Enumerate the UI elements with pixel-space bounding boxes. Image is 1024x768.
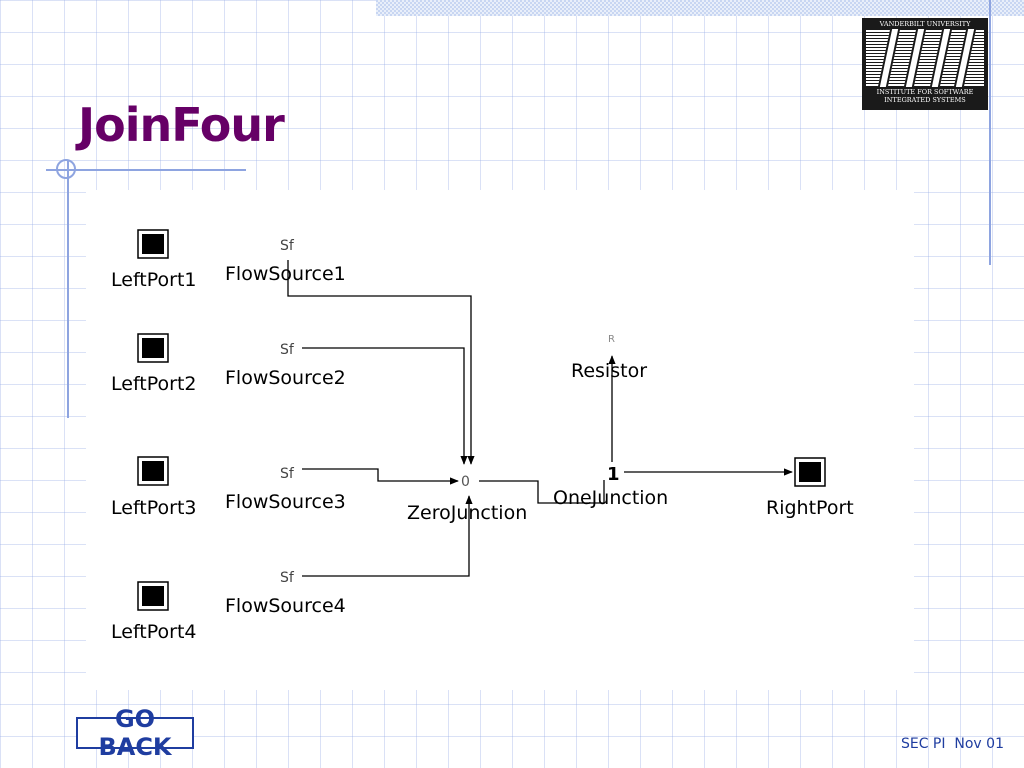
resistor-symbol[interactable]: R (608, 334, 615, 345)
port-label-left3: LeftPort3 (111, 497, 197, 519)
port-icon-left1[interactable] (137, 229, 169, 259)
logo-emblem (866, 29, 984, 87)
bond-graph-diagram: LeftPort1 LeftPort2 LeftPort3 LeftPort4 … (111, 229, 854, 643)
port-icon-left4[interactable] (137, 581, 169, 611)
port-label-left1: LeftPort1 (111, 269, 197, 291)
header-band (376, 0, 1024, 16)
port-icon-right[interactable] (794, 457, 826, 487)
connector-source1-zero (287, 260, 475, 465)
connector-source4-zero (302, 495, 473, 577)
source3-label: FlowSource3 (225, 491, 346, 513)
port-label-left2: LeftPort2 (111, 373, 197, 395)
isis-logo: VANDERBILT UNIVERSITY INSTITUTE FOR SOFT… (862, 18, 988, 110)
go-back-button[interactable]: GO BACK (76, 705, 194, 761)
port-label-left4: LeftPort4 (111, 621, 197, 643)
slide-title: JoinFour (78, 98, 285, 152)
source1-label: FlowSource1 (225, 263, 346, 285)
source4-label: FlowSource4 (225, 595, 346, 617)
diagram-canvas: LeftPort1 LeftPort2 LeftPort3 LeftPort4 … (86, 190, 914, 690)
source3-symbol: Sf (280, 466, 295, 482)
connector-source3-zero (302, 468, 459, 485)
one-junction-symbol[interactable]: 1 (607, 464, 620, 485)
connector-zero-one (479, 480, 605, 504)
decorative-rule-left (67, 160, 69, 418)
one-junction-label: OneJunction (553, 487, 668, 509)
logo-bottom-text: INSTITUTE FOR SOFTWARE INTEGRATED SYSTEM… (876, 88, 974, 104)
connector-source2-zero (302, 347, 468, 465)
port-icon-left2[interactable] (137, 333, 169, 363)
source1-symbol: Sf (280, 238, 295, 254)
port-icon-left3[interactable] (137, 456, 169, 486)
zero-junction-label: ZeroJunction (407, 502, 527, 524)
resistor-label: Resistor (571, 360, 647, 382)
title-ornament-circle (56, 159, 76, 179)
logo-top-text: VANDERBILT UNIVERSITY (879, 20, 971, 28)
source2-label: FlowSource2 (225, 367, 346, 389)
footer-text: SEC PI Nov 01 (900, 736, 1004, 752)
source2-symbol: Sf (280, 342, 295, 358)
source4-symbol: Sf (280, 570, 295, 586)
zero-junction-symbol[interactable]: 0 (461, 474, 470, 490)
port-label-right: RightPort (766, 497, 854, 519)
decorative-rule-right (989, 0, 991, 265)
title-underline (46, 169, 246, 171)
